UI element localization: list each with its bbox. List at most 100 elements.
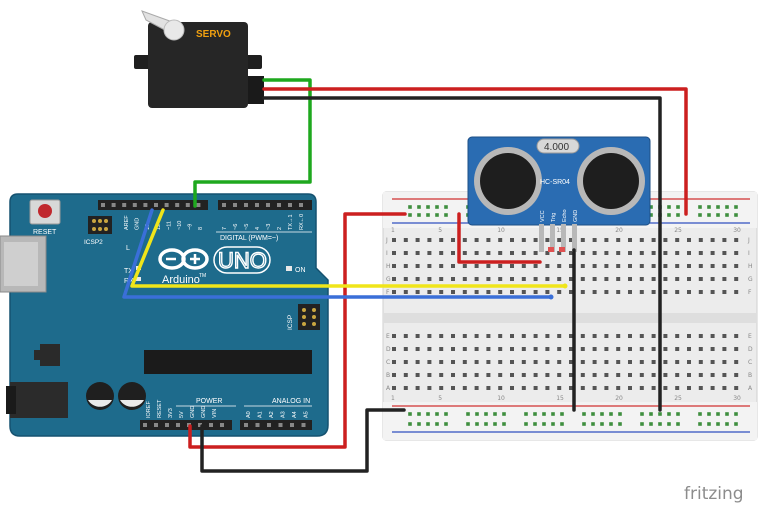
row-letter: I: [748, 250, 750, 257]
breadboard-hole: [451, 264, 455, 268]
breadboard-hole: [698, 290, 703, 294]
breadboard-hole: [687, 264, 691, 268]
breadboard-hole: [580, 347, 585, 351]
pin-label: ~11: [166, 221, 172, 230]
rail-hole: [698, 213, 702, 217]
rail-hole: [484, 422, 488, 426]
breadboard-hole: [392, 334, 396, 338]
rail-hole: [551, 422, 555, 426]
breadboard-hole: [439, 373, 444, 377]
reset-button-cap[interactable]: [38, 204, 52, 218]
breadboard-hole: [521, 290, 526, 294]
pin-label: RESET: [157, 399, 163, 418]
breadboard-hole: [462, 277, 467, 281]
rail-hole: [600, 422, 604, 426]
breadboard-hole: [545, 251, 550, 255]
breadboard-hole: [675, 290, 680, 294]
breadboard-hole: [592, 360, 597, 364]
row-letter: E: [386, 333, 390, 340]
breadboard-hole: [580, 334, 585, 338]
header-pin: [301, 423, 306, 427]
wire-5v: [188, 212, 407, 449]
wire-servo-power: [262, 87, 688, 216]
icsp-header: [298, 304, 320, 330]
breadboard-hole: [734, 264, 739, 268]
breadboard-hole: [698, 251, 703, 255]
column-number: 20: [615, 227, 623, 234]
rail-hole: [658, 422, 662, 426]
breadboard-hole: [687, 290, 691, 294]
row-letter: F: [386, 289, 390, 296]
breadboard-hole: [415, 347, 420, 351]
breadboard-hole: [734, 251, 739, 255]
breadboard-hole: [651, 290, 656, 294]
breadboard-hole: [628, 386, 632, 390]
breadboard-hole: [392, 238, 396, 242]
pin-label: Echo: [562, 209, 568, 222]
rail-hole: [426, 412, 430, 416]
rail-hole: [502, 422, 506, 426]
breadboard-hole: [451, 251, 455, 255]
rail-hole: [502, 412, 506, 416]
breadboard-hole: [710, 347, 715, 351]
rail-hole: [475, 422, 479, 426]
header-pin: [176, 423, 180, 427]
header-pin: [222, 203, 226, 207]
power-jack: [10, 382, 68, 418]
icsp-label: ICSP: [287, 315, 294, 330]
breadboard-hole: [616, 277, 621, 281]
breadboard-hole: [498, 290, 503, 294]
breadboard-hole: [498, 277, 503, 281]
breadboard-hole: [486, 264, 491, 268]
rail-hole: [582, 412, 586, 416]
rail-hole: [493, 412, 497, 416]
column-number: 5: [438, 395, 442, 402]
breadboard-hole: [722, 334, 727, 338]
breadboard-hole: [451, 360, 455, 364]
rail-hole: [417, 422, 421, 426]
rail-hole: [618, 422, 622, 426]
breadboard-hole: [722, 264, 727, 268]
header-pin: [154, 203, 158, 207]
breadboard-hole: [451, 238, 455, 242]
row-letter: H: [386, 263, 391, 270]
breadboard-hole: [687, 251, 691, 255]
breadboard-hole: [569, 347, 573, 351]
breadboard-hole: [580, 238, 585, 242]
l-label: L: [126, 245, 130, 252]
pin-label: 8: [198, 227, 204, 230]
breadboard-hole: [474, 386, 479, 390]
header-pin: [111, 203, 116, 207]
breadboard-hole: [439, 264, 444, 268]
row-letter: F: [748, 289, 752, 296]
breadboard-hole: [510, 251, 514, 255]
header-pin: [290, 423, 294, 427]
breadboard-hole: [486, 373, 491, 377]
breadboard-hole: [474, 251, 479, 255]
tx-label: TX: [124, 268, 133, 275]
pin-label: A1: [258, 411, 264, 418]
breadboard-hole: [415, 238, 420, 242]
header-pin: [175, 203, 180, 207]
row-letter: C: [386, 359, 390, 366]
rail-hole: [444, 213, 448, 217]
rail-hole: [725, 422, 729, 426]
breadboard-hole: [698, 360, 703, 364]
breadboard-hole: [521, 277, 526, 281]
pin-label: 3V3: [168, 408, 174, 418]
breadboard-hole: [569, 264, 573, 268]
header-pin: [277, 203, 281, 207]
breadboard-hole: [533, 373, 538, 377]
breadboard-hole: [545, 264, 550, 268]
breadboard-hole: [663, 360, 668, 364]
breadboard-hole: [651, 238, 656, 242]
rail-hole: [707, 213, 711, 217]
breadboard-hole: [451, 347, 455, 351]
header-pin: [255, 203, 259, 207]
breadboard-hole: [734, 238, 739, 242]
breadboard-hole: [521, 373, 526, 377]
row-letter: I: [386, 250, 388, 257]
arduino-logo: [158, 248, 209, 270]
breadboard-hole: [545, 290, 550, 294]
rail-hole: [560, 412, 564, 416]
